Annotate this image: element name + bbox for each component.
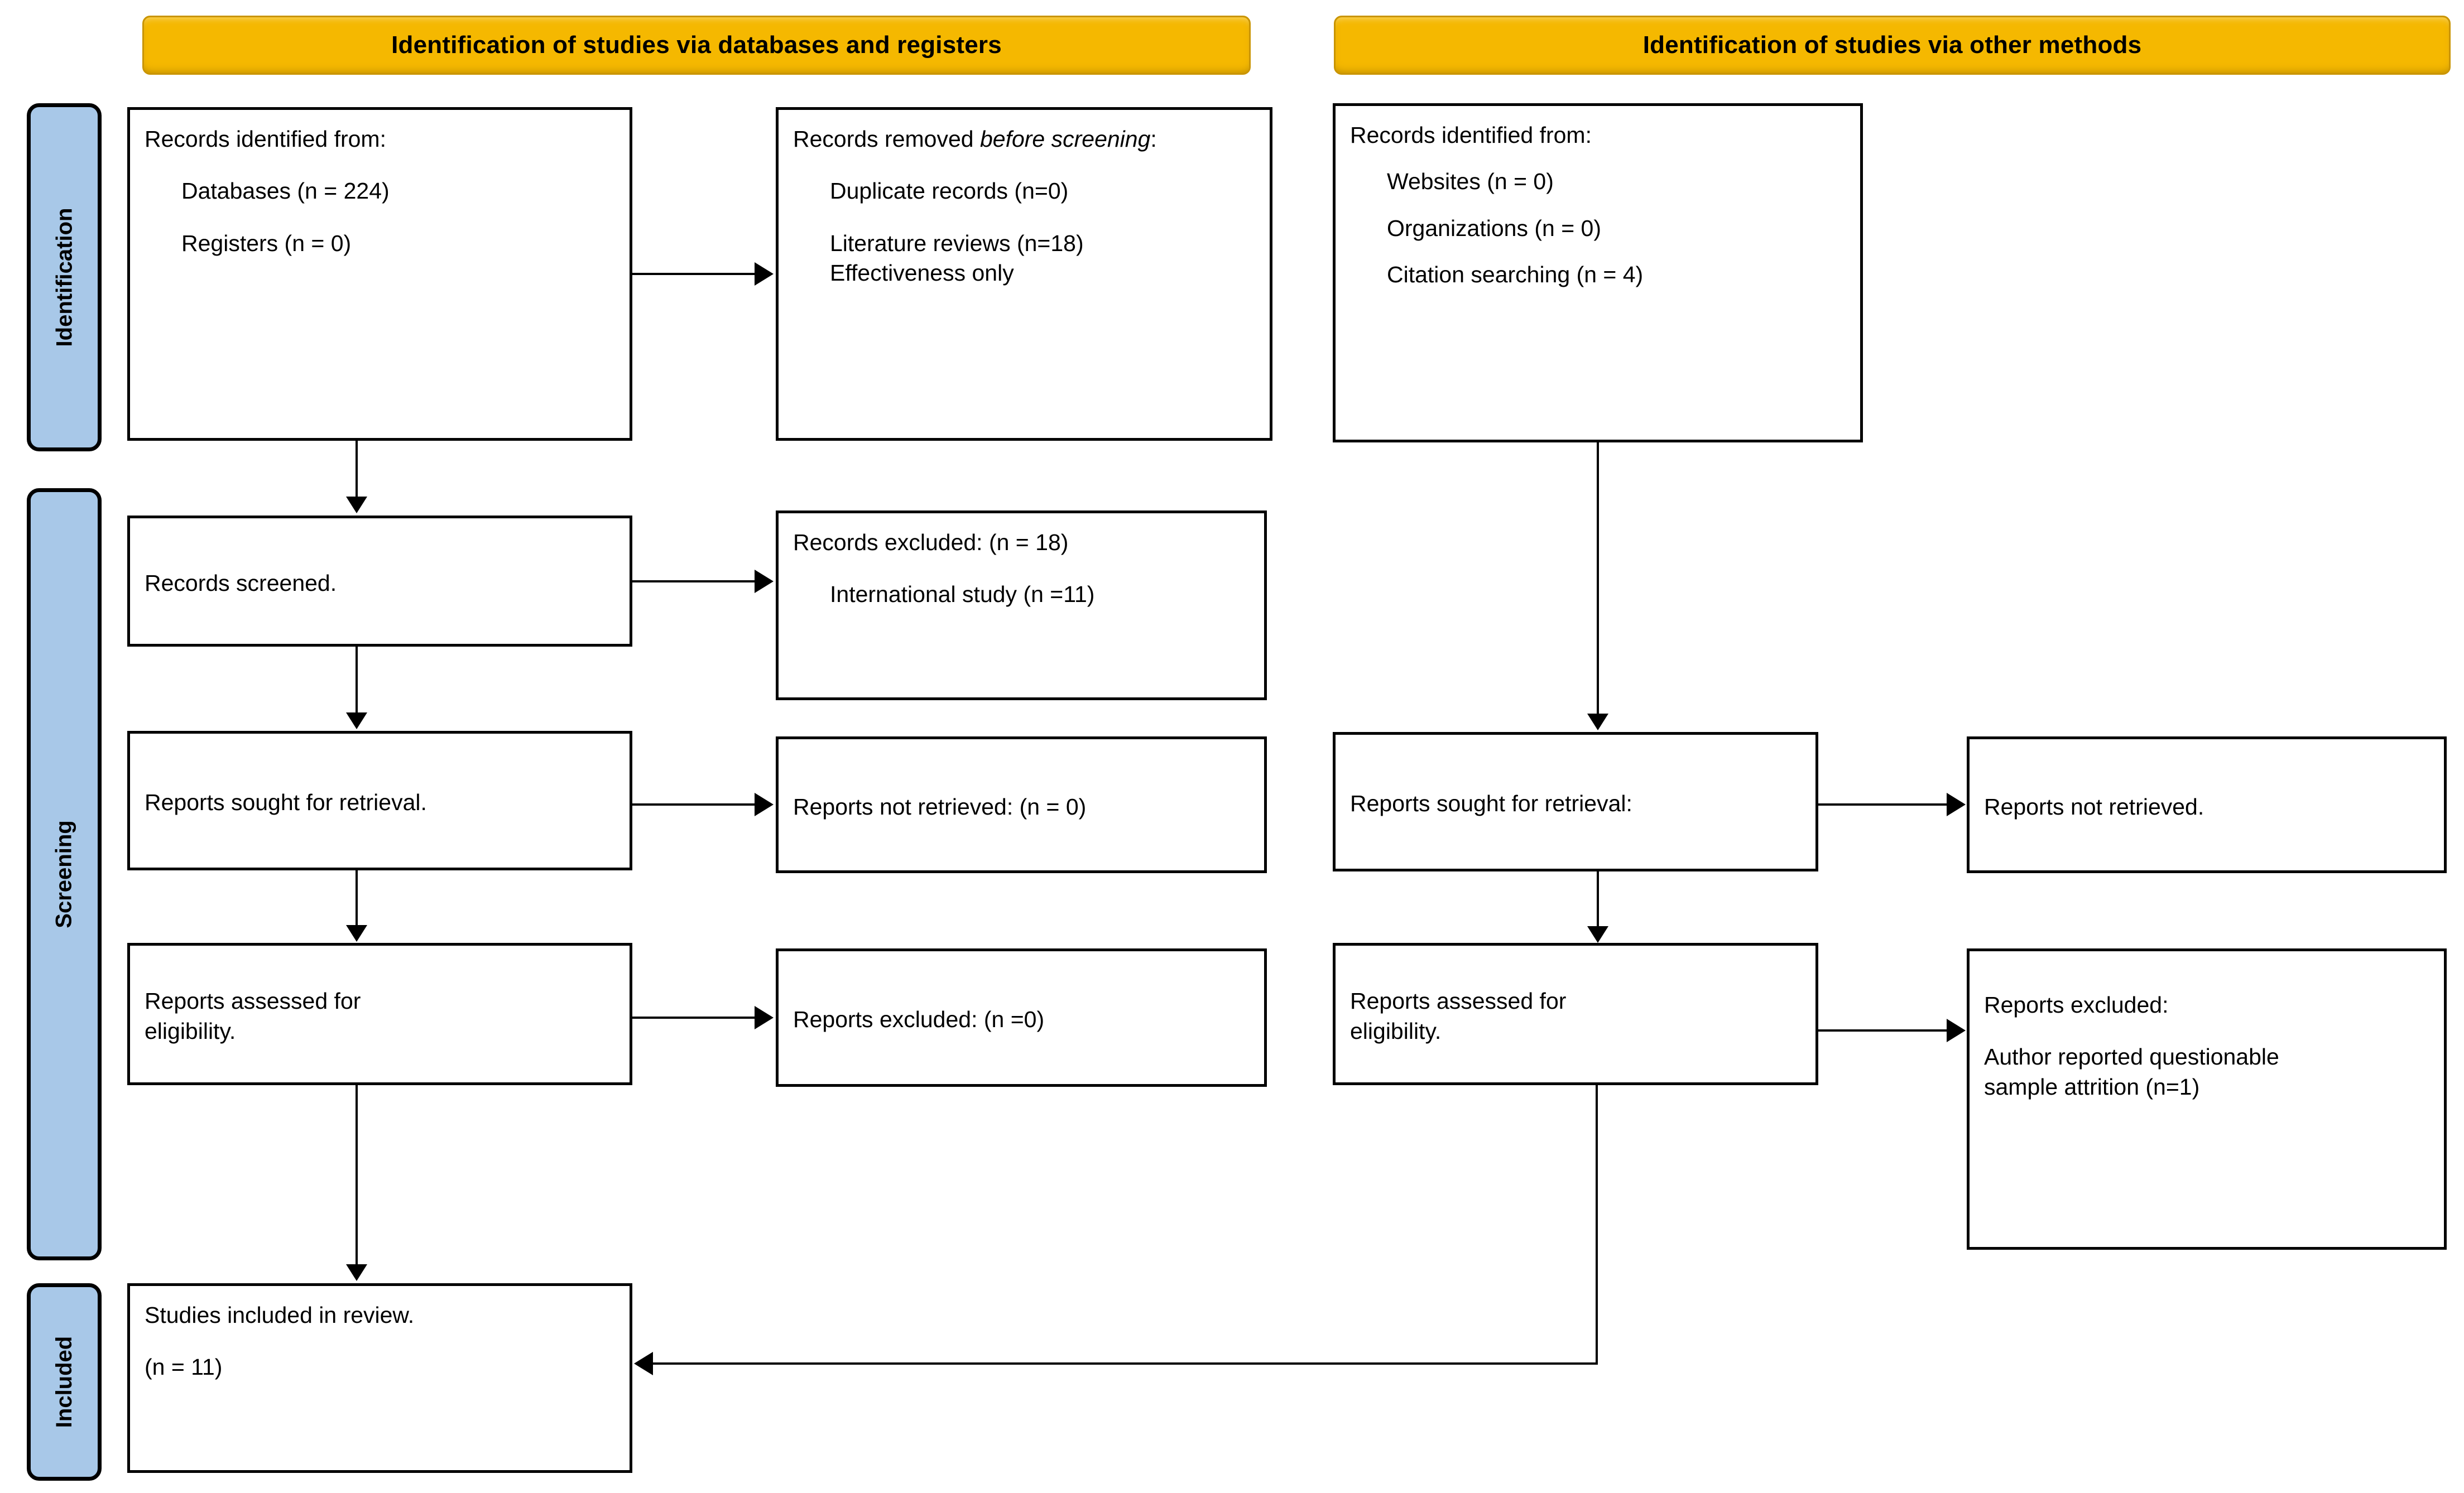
records-removed-title-emphasis: before screening — [979, 126, 1151, 152]
studies-included-line2: (n = 11) — [145, 1354, 223, 1380]
connector-sought-to-not-retrieved-left — [632, 803, 756, 806]
arrow-identified-to-screened — [346, 497, 367, 513]
arrow-screened-to-excluded — [755, 570, 774, 593]
reports-excluded-left-title: Reports excluded: (n =0) — [793, 1006, 1045, 1033]
reports-sought-left-title: Reports sought for retrieval. — [145, 789, 427, 816]
box-reports-assessed-right: Reports assessed for eligibility. — [1333, 943, 1818, 1085]
connector-screened-to-sought — [356, 647, 358, 714]
studies-included-line1: Studies included in review. — [145, 1302, 415, 1328]
reports-excluded-right-line2: sample attrition (n=1) — [1984, 1073, 2200, 1100]
connector-sought-to-assessed-left — [356, 870, 358, 926]
box-records-identified-other-methods: Records identified from: Websites (n = 0… — [1333, 103, 1863, 442]
box-reports-assessed-left: Reports assessed for eligibility. — [127, 943, 632, 1085]
box-reports-excluded-right: Reports excluded: Author reported questi… — [1967, 948, 2447, 1250]
records-identified-title: Records identified from: — [145, 126, 386, 152]
arrow-assessed-to-included — [346, 1264, 367, 1281]
records-excluded-international-study: International study (n =11) — [830, 581, 1095, 608]
banner-other-methods: Identification of studies via other meth… — [1334, 16, 2451, 75]
reports-excluded-right-line1: Author reported questionable — [1984, 1044, 2279, 1070]
records-screened-title: Records screened. — [145, 570, 337, 596]
arrow-identified-to-removed — [755, 262, 774, 286]
other-identified-citation-searching: Citation searching (n = 4) — [1387, 261, 1644, 287]
box-records-screened: Records screened. — [127, 516, 632, 647]
reports-excluded-right-title: Reports excluded: — [1984, 992, 2169, 1018]
reports-not-retrieved-left-title: Reports not retrieved: (n = 0) — [793, 793, 1087, 820]
arrow-sought-to-not-retrieved-right — [1947, 793, 1966, 816]
records-removed-effectiveness-only: Effectiveness only — [830, 259, 1014, 286]
arrow-sought-to-assessed-right — [1587, 926, 1608, 943]
box-reports-sought-left: Reports sought for retrieval. — [127, 731, 632, 870]
connector-sought-to-not-retrieved-right — [1818, 803, 1948, 806]
other-identified-title: Records identified from: — [1350, 122, 1592, 148]
box-reports-excluded-left: Reports excluded: (n =0) — [776, 948, 1267, 1087]
records-removed-duplicates: Duplicate records (n=0) — [830, 178, 1069, 204]
stage-label-screening: Screening — [27, 488, 102, 1260]
connector-identified-to-screened — [356, 441, 358, 499]
connector-assessed-to-excluded-left — [632, 1017, 756, 1019]
other-identified-organizations: Organizations (n = 0) — [1387, 215, 1601, 241]
arrow-other-identified-to-sought — [1587, 714, 1608, 730]
connector-assessed-to-included — [356, 1085, 358, 1266]
connector-sought-to-assessed-right — [1597, 871, 1599, 927]
banner-databases-registers-label: Identification of studies via databases … — [391, 31, 1002, 59]
reports-sought-right-title: Reports sought for retrieval: — [1350, 791, 1632, 817]
arrow-sought-to-assessed-left — [346, 925, 367, 942]
arrow-assessed-to-excluded-left — [755, 1006, 774, 1029]
box-studies-included: Studies included in review. (n = 11) — [127, 1283, 632, 1473]
banner-other-methods-label: Identification of studies via other meth… — [1642, 31, 2142, 59]
stage-label-identification-text: Identification — [52, 208, 77, 347]
connector-elbow-vertical-to-included — [1596, 1085, 1598, 1364]
stage-label-included: Included — [27, 1283, 102, 1481]
box-records-identified-databases: Records identified from: Databases (n = … — [127, 107, 632, 441]
stage-label-screening-text: Screening — [52, 820, 76, 928]
arrow-assessed-to-excluded-right — [1947, 1019, 1966, 1042]
box-reports-not-retrieved-right: Reports not retrieved. — [1967, 736, 2447, 873]
records-removed-title-pre: Records removed — [793, 126, 980, 152]
records-identified-registers: Registers (n = 0) — [181, 230, 352, 256]
reports-not-retrieved-right-title: Reports not retrieved. — [1984, 793, 2204, 820]
stage-label-included-text: Included — [52, 1336, 77, 1428]
connector-screened-to-excluded — [632, 580, 756, 582]
records-removed-title: Records removed before screening: — [793, 124, 1255, 154]
connector-assessed-to-excluded-right — [1818, 1029, 1948, 1032]
records-removed-literature-reviews: Literature reviews (n=18) — [830, 230, 1084, 256]
reports-assessed-right-line1: Reports assessed for — [1350, 988, 1567, 1014]
reports-assessed-left-line1: Reports assessed for — [145, 988, 361, 1014]
records-removed-title-post: : — [1150, 126, 1157, 152]
arrow-sought-to-not-retrieved-left — [755, 793, 774, 816]
box-reports-sought-right: Reports sought for retrieval: — [1333, 732, 1818, 871]
reports-assessed-right-line2: eligibility. — [1350, 1018, 1442, 1044]
arrow-screened-to-sought — [346, 712, 367, 729]
connector-other-identified-to-sought — [1597, 442, 1599, 715]
other-identified-websites: Websites (n = 0) — [1387, 168, 1554, 195]
records-excluded-title: Records excluded: (n = 18) — [793, 529, 1069, 555]
banner-databases-registers: Identification of studies via databases … — [142, 16, 1251, 75]
stage-label-identification: Identification — [27, 103, 102, 451]
box-reports-not-retrieved-left: Reports not retrieved: (n = 0) — [776, 736, 1267, 873]
box-records-excluded: Records excluded: (n = 18) International… — [776, 510, 1267, 700]
connector-identified-to-removed — [632, 273, 756, 275]
box-records-removed-before-screening: Records removed before screening: Duplic… — [776, 107, 1272, 441]
reports-assessed-left-line2: eligibility. — [145, 1018, 236, 1044]
records-identified-databases: Databases (n = 224) — [181, 178, 390, 204]
connector-elbow-horizontal-to-included — [653, 1362, 1598, 1365]
arrow-elbow-to-included — [634, 1352, 653, 1375]
